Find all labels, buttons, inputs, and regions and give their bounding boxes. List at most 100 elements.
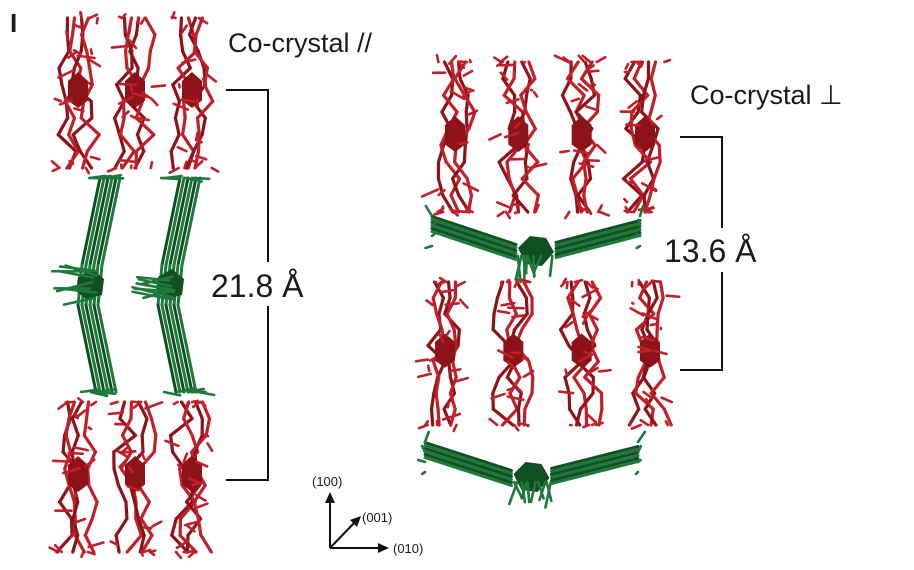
bond [80,33,89,53]
bond [652,160,662,181]
red-molecule-column [106,12,167,173]
bond [463,93,477,114]
bond [71,500,80,521]
bond [118,116,126,137]
bond [128,49,140,70]
bond [122,16,127,37]
branch [444,301,460,306]
branch [182,452,189,464]
cap [436,280,446,286]
cap [77,397,85,404]
bond [649,93,657,114]
bond [520,60,532,81]
axis-100-arrowhead [325,492,335,503]
cap [97,390,117,396]
bond [566,296,575,316]
parallel-distance-label: 21.8 Å [211,268,304,304]
branch [490,392,506,400]
bond [178,33,185,53]
branch [577,353,594,363]
cap [86,550,96,556]
cap [562,277,568,284]
branch [506,387,514,392]
cap [183,160,188,170]
cap [430,218,439,228]
bond [516,391,523,411]
bond [554,228,642,253]
branch [564,368,569,377]
bond [550,451,640,476]
bond [437,296,446,316]
cap [186,549,196,554]
branch [195,502,209,509]
bond [189,433,208,454]
red-molecule-column [558,277,612,429]
bond [120,433,133,454]
branch [585,64,595,72]
bond [524,110,537,131]
bond [160,303,182,394]
cap [196,390,216,397]
cap [103,173,123,180]
bond [138,533,146,554]
bond [629,127,638,147]
green-molecule-layer-lower [416,430,647,509]
bond [658,280,665,300]
branch [57,69,74,79]
branch [665,294,681,299]
red-molecule-column [48,397,105,559]
bond [84,400,91,421]
bond [112,467,121,487]
bond [170,533,190,554]
bond [445,312,456,332]
bond [646,296,659,316]
branch [559,149,570,154]
cap [193,159,204,170]
bond [148,33,157,53]
green-molecule-row [424,204,645,284]
red-molecule-column [488,55,548,220]
branch [67,50,79,59]
bond [453,60,468,81]
branch [118,82,138,87]
branch [447,54,458,66]
branch [87,541,105,549]
branch [119,449,137,455]
bond [168,303,190,394]
bond [507,296,518,316]
branch [463,86,475,93]
green-molecule-row [416,430,647,509]
branch [188,158,198,164]
branch [191,48,197,56]
bond [512,60,517,81]
cap [639,418,650,427]
bond [456,328,461,348]
red-molecule-column [420,53,480,217]
bond [643,407,658,427]
cap [168,166,180,175]
cap [174,550,183,560]
branch [564,320,574,329]
green-molecule-column [50,173,125,398]
cap [577,54,586,64]
branch [578,162,595,168]
bond [71,517,80,537]
branch [118,158,137,164]
branch [456,82,461,87]
bond [638,280,649,300]
branch [425,299,434,307]
bond [92,176,114,267]
cap [65,162,75,170]
arm [536,480,545,500]
red-molecule-stack-top [50,10,220,175]
cap [172,400,179,406]
bond [143,16,157,37]
bond [519,77,537,97]
bond [134,99,145,120]
red-molecule-column [50,10,102,175]
bond [118,400,127,421]
bond [113,116,122,137]
red-molecule-column [107,400,164,557]
cap [594,421,604,427]
cap [664,420,670,427]
